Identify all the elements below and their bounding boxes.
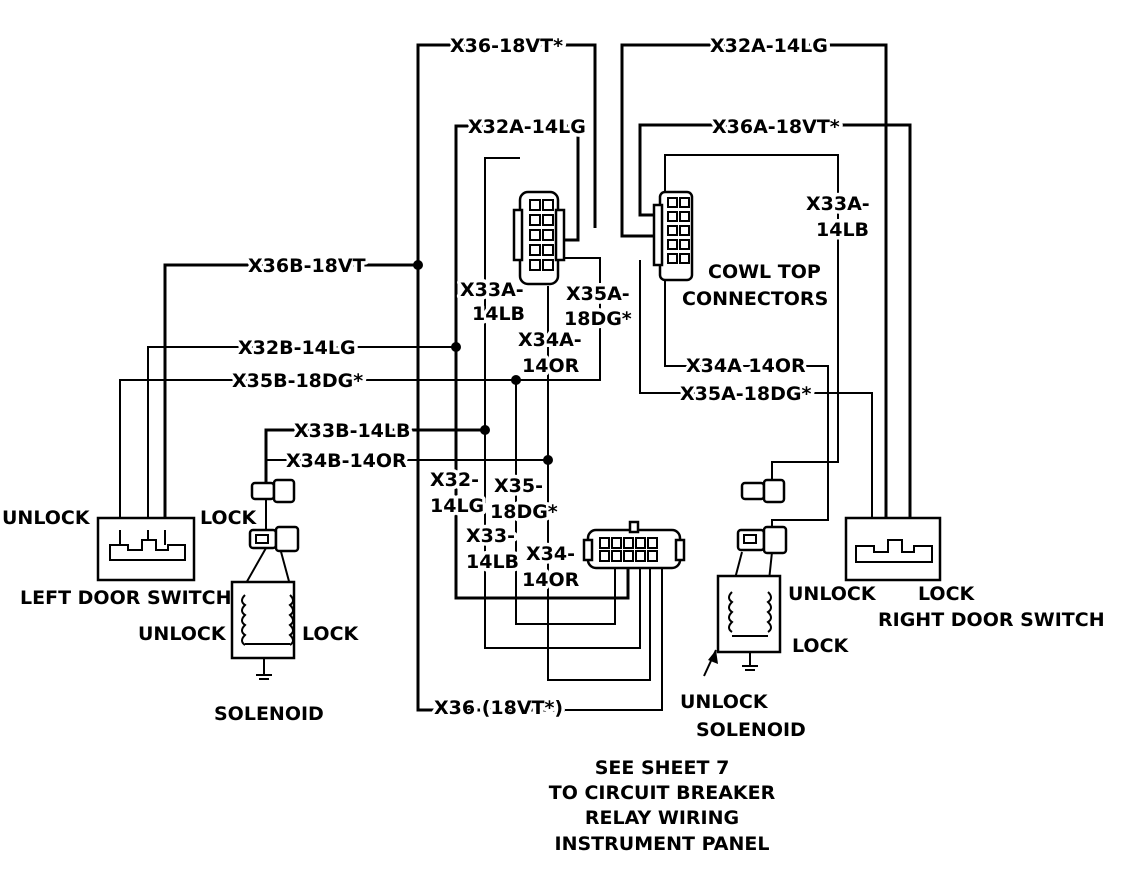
label-x36-bottom: X36 (18VT*): [434, 697, 563, 719]
wire-x34b: [265, 459, 548, 534]
label-cowl-top-2: CONNECTORS: [682, 288, 828, 310]
wire-x33a-right: [664, 154, 839, 484]
label-cowl-top-1: COWL TOP: [708, 261, 821, 283]
wire-x33a-center: [484, 157, 641, 649]
label-x36a: X36A-18VT*: [712, 116, 840, 138]
label-left-lock: LOCK: [200, 507, 258, 529]
left-inline-connector-top: [250, 478, 296, 504]
right-solenoid: [703, 574, 782, 677]
cowl-top-connector: [652, 190, 694, 282]
label-right-solenoid: SOLENOID: [696, 719, 806, 741]
right-door-switch: [844, 516, 942, 582]
left-solenoid: [230, 580, 296, 680]
splice-x35b: [511, 375, 521, 385]
note-line-2: TO CIRCUIT BREAKER: [549, 782, 776, 804]
splice-x32b: [451, 342, 461, 352]
label-x32a-top: X32A-14LG: [710, 35, 828, 57]
label-x32a-center: X32A-14LG: [468, 116, 586, 138]
label-x32-low-2: 14LG: [430, 495, 484, 517]
wire-x32b: [147, 346, 456, 545]
label-left-door-switch: LEFT DOOR SWITCH: [20, 587, 231, 609]
splice-x34b: [543, 455, 553, 465]
left-inline-connector-bottom: [248, 525, 300, 553]
splices: [413, 260, 553, 465]
wire-x36a: [638, 123, 912, 545]
label-left-solenoid-lock: LOCK: [302, 623, 360, 645]
label-x33b: X33B-14LB: [294, 420, 411, 442]
label-left-solenoid: SOLENOID: [214, 703, 324, 725]
label-right-lock: LOCK: [918, 583, 976, 605]
label-x34-low-2: 14OR: [522, 569, 580, 591]
center-connector: [512, 190, 566, 286]
label-right-solenoid-lock: LOCK: [792, 635, 850, 657]
label-x33-low-2: 14LB: [466, 551, 519, 573]
wire-x36-bottom: [565, 565, 663, 711]
sheet-reference-note: SEE SHEET 7 TO CIRCUIT BREAKER RELAY WIR…: [549, 757, 776, 855]
label-x36b: X36B-18VT: [248, 255, 366, 277]
splice-x36b: [413, 260, 423, 270]
label-x35-low-2: 18DG*: [490, 501, 558, 523]
wire-x35a-right: [639, 260, 873, 545]
label-x34b: X34B-14OR: [286, 450, 407, 472]
label-right-solenoid-unlock: UNLOCK: [680, 691, 769, 713]
wires: [119, 43, 912, 712]
wire-x32a-top: [620, 43, 888, 545]
component-labels: COWL TOP CONNECTORS UNLOCK LOCK LEFT DOO…: [2, 258, 1105, 742]
label-x32b: X32B-14LG: [238, 337, 356, 359]
label-x35b: X35B-18DG*: [232, 370, 363, 392]
right-inline-connector-top: [740, 478, 786, 504]
note-line-3: RELAY WIRING: [585, 807, 739, 829]
label-x35-low-1: X35-: [494, 475, 543, 497]
label-x34a-right: X34A 14OR: [686, 355, 806, 377]
right-inline-connector-bottom: [736, 525, 788, 555]
label-x36-top: X36-18VT*: [450, 35, 563, 57]
bottom-connector: [582, 520, 686, 570]
wire-x34a-center: [547, 286, 651, 681]
label-x33a-center-1: X33A-: [460, 279, 524, 301]
label-x34a-center-1: X34A-: [518, 329, 582, 351]
label-x34a-center-2: 14OR: [522, 355, 580, 377]
label-x32-low-1: X32-: [430, 469, 479, 491]
label-x35a-center-1: X35A-: [566, 283, 630, 305]
label-right-unlock: UNLOCK: [788, 583, 877, 605]
note-line-1: SEE SHEET 7: [595, 757, 730, 779]
label-x33a-right-1: X33A-: [806, 193, 870, 215]
label-left-solenoid-unlock: UNLOCK: [138, 623, 227, 645]
wire-x36: [416, 43, 597, 712]
label-x33a-right-2: 14LB: [816, 219, 869, 241]
label-x34-low-1: X34-: [526, 543, 575, 565]
wire-labels: X36-18VT* X32A-14LG X32A-14LG X36A-18VT*…: [229, 32, 874, 723]
label-x33-low-1: X33-: [466, 525, 515, 547]
wire-x34a-right: [664, 268, 829, 536]
wire-x32a-center: [454, 124, 630, 600]
label-x33a-center-2: 14LB: [472, 303, 525, 325]
wire-x35-low: [515, 380, 616, 625]
left-door-switch: [96, 516, 196, 582]
label-left-unlock: UNLOCK: [2, 507, 91, 529]
note-line-4: INSTRUMENT PANEL: [555, 833, 770, 855]
splice-x33b: [480, 425, 490, 435]
wire-x35a-center: [119, 257, 601, 545]
label-x35a-center-2: 18DG*: [564, 308, 632, 330]
wire-x36b: [163, 263, 418, 540]
label-right-door-switch: RIGHT DOOR SWITCH: [878, 609, 1105, 631]
label-x35a-right: X35A-18DG*: [680, 383, 811, 405]
